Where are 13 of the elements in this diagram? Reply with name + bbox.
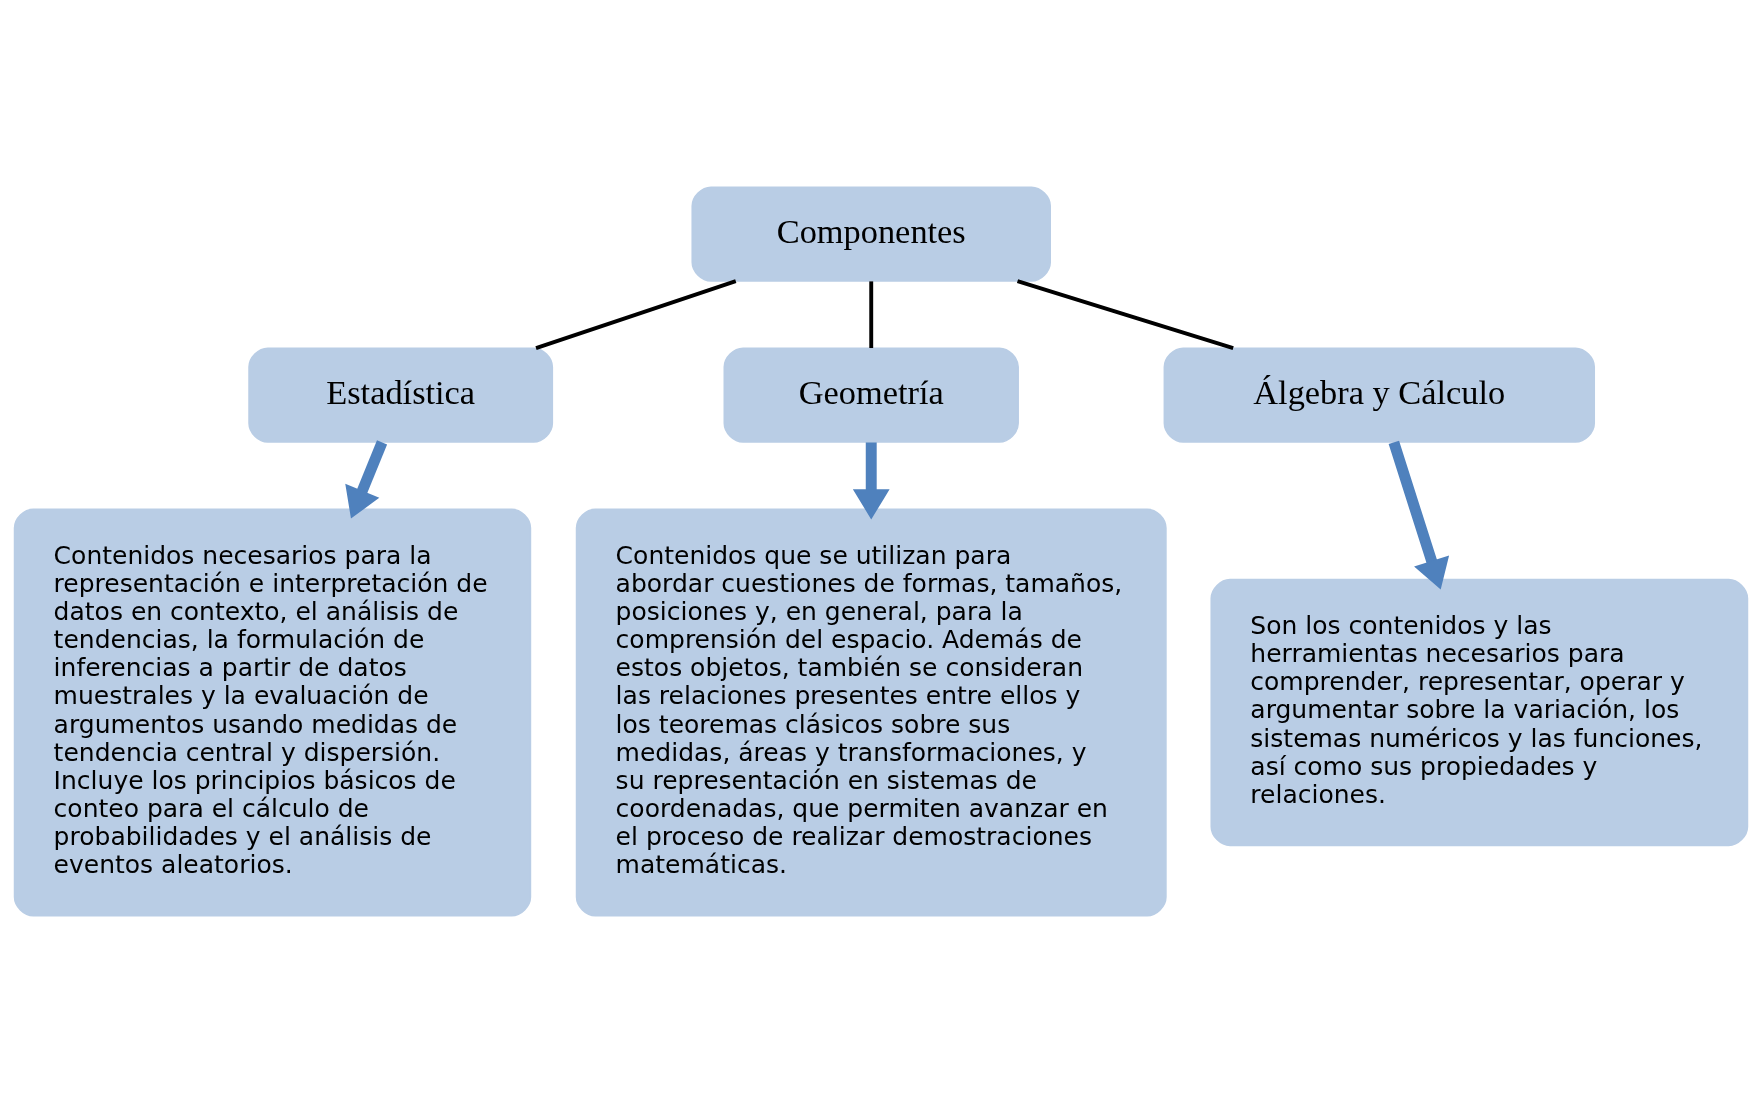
node-box: Contenidos que se utilizan para abordar cuestiones de formas, tamaños, posiciones y, en general, para la comprensión del espacio. Además de estos objetos, también se consideran las relaciones presentes entre ellos y los teoremas clásicos sobre sus medidas, áreas y transformaciones, y su representación en sistemas de coordenadas, que permiten avanzar en el proceso de realizar demostraciones matemáticas. bbox=[575, 508, 1167, 917]
node-box: Geometría bbox=[723, 347, 1019, 443]
arrow bbox=[852, 441, 890, 519]
node-box: Estadística bbox=[248, 347, 554, 443]
node-box: Álgebra y Cálculo bbox=[1163, 347, 1596, 443]
arrow bbox=[345, 439, 388, 519]
connector bbox=[535, 278, 737, 350]
arrow bbox=[1388, 440, 1450, 590]
node-box: Componentes bbox=[691, 185, 1051, 282]
node-box: Contenidos necesarios para la representación e interpretación de datos en contexto, el análisis de tendencias, la formulación de inferencias a partir de datos muestrales y la evaluación de argumentos usando medidas de tendencia central y dispersión. Incluye los principios básicos de conteo para el cálculo de probabilidades y el análisis de eventos aleatorios. bbox=[13, 508, 532, 917]
connector bbox=[1016, 278, 1234, 350]
node-box: Son los contenidos y las herramientas necesarios para comprender, representar, operar y argumentar sobre la variación, los sistemas numéricos y las funciones, así como sus propiedades y relaciones. bbox=[1210, 578, 1749, 846]
connector bbox=[869, 280, 874, 348]
